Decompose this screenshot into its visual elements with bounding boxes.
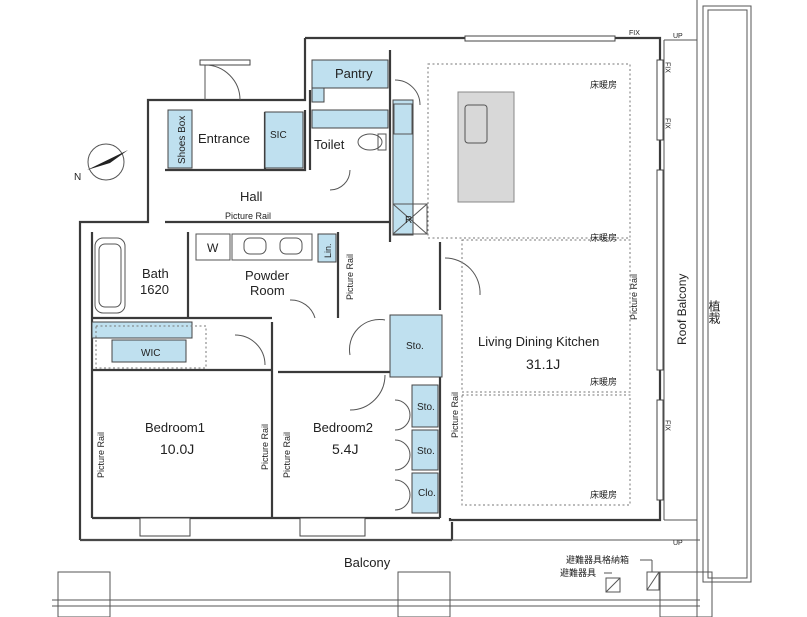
hall-label: Hall (240, 189, 263, 204)
bathtub (94, 237, 126, 314)
picture-rail-bed1-left: Picture Rail (96, 432, 106, 478)
toilet-counter (311, 109, 389, 129)
balcony-column-left (57, 571, 111, 617)
up-label-top: UP (673, 33, 683, 40)
fixtures (91, 59, 515, 514)
storage-label-3: Sto. (417, 446, 435, 457)
bedroom1-label: Bedroom1 (145, 420, 205, 435)
picture-rail-bed1-right: Picture Rail (260, 424, 270, 470)
fix-label-side-2: FIX (664, 118, 671, 129)
room-labels: Pantry Entrance SIC Toilet Shoes Box Hal… (140, 66, 721, 570)
fix-label-top: FIX (629, 30, 640, 37)
pantry-shelf (311, 59, 389, 89)
floor-heating-zones (95, 63, 631, 506)
picture-rail-hall: Picture Rail (225, 211, 271, 221)
washer (195, 233, 231, 261)
up-label-bottom: UP (673, 540, 683, 547)
closet (411, 472, 439, 514)
ldk-label: Living Dining Kitchen (478, 334, 599, 349)
picture-rail-powder: Picture Rail (345, 254, 355, 300)
floor-heating-label-1: 床暖房 (590, 79, 617, 90)
storage-3 (411, 429, 439, 471)
wic-shelf (111, 339, 187, 363)
wic-label: WIC (141, 348, 160, 359)
sic-label: SIC (270, 130, 287, 141)
kitchen-island (457, 91, 515, 203)
evac-equipment-label: 避難器具 (560, 567, 596, 578)
picture-rail-bed2: Picture Rail (282, 432, 292, 478)
doors (204, 64, 481, 511)
planting-label: 植栽 (707, 299, 721, 324)
compass-circle-icon (87, 143, 125, 181)
fix-label-side-3: FIX (664, 420, 671, 431)
storage-2 (411, 384, 439, 428)
evac-hatch-2 (646, 571, 660, 591)
closet-label: Clo. (418, 488, 436, 499)
bath-size-label: 1620 (140, 282, 169, 297)
storage-ldk (389, 314, 443, 378)
toilet-label: Toilet (314, 137, 345, 152)
windows (139, 35, 664, 537)
shoes-box-label: Shoes Box (177, 116, 188, 164)
vanity (231, 233, 313, 261)
balcony-label: Balcony (344, 555, 391, 570)
balcony-area (52, 539, 713, 617)
storage-label-1: Sto. (406, 341, 424, 352)
balcony-column-mid (397, 571, 451, 617)
lin-closet (317, 233, 337, 263)
entrance-label: Entrance (198, 131, 250, 146)
bedroom2-label: Bedroom2 (313, 420, 373, 435)
roof-balcony-label: Roof Balcony (675, 274, 689, 345)
evac-box-label: 避難器具格納箱 (566, 554, 629, 565)
fix-label-side-1: FIX (664, 62, 671, 73)
storage-label-2: Sto. (417, 402, 435, 413)
refrigerator-label: R (405, 215, 412, 226)
sic-closet (264, 111, 304, 169)
floor-heating-label-4: 床暖房 (590, 489, 617, 500)
compass: N (74, 143, 128, 183)
north-arrow-icon (87, 150, 128, 170)
roof-balcony-structure (663, 0, 752, 617)
bedroom2-size: 5.4J (332, 441, 358, 457)
balcony-column-right (659, 571, 713, 617)
powder-room-label-2: Room (250, 283, 285, 298)
washer-label: W (207, 241, 219, 255)
annotations: Picture Rail Picture Rail Picture Rail P… (96, 30, 683, 578)
shoes-box (167, 109, 193, 169)
floor-heating-label-2: 床暖房 (590, 232, 617, 243)
ldk-size: 31.1J (526, 356, 560, 372)
powder-room-label-1: Powder (245, 268, 290, 283)
evac-hatch-1 (605, 577, 621, 593)
toilet-bowl (357, 133, 383, 151)
picture-rail-ldk: Picture Rail (629, 274, 639, 320)
pantry-label: Pantry (335, 66, 373, 81)
refrigerator (392, 203, 428, 235)
bath-label: Bath (142, 266, 169, 281)
compass-north-label: N (74, 172, 81, 183)
bedroom1-size: 10.0J (160, 441, 194, 457)
floor-heating-label-3: 床暖房 (590, 376, 617, 387)
lin-label: Lin. (323, 243, 333, 258)
picture-rail-closet: Picture Rail (450, 392, 460, 438)
